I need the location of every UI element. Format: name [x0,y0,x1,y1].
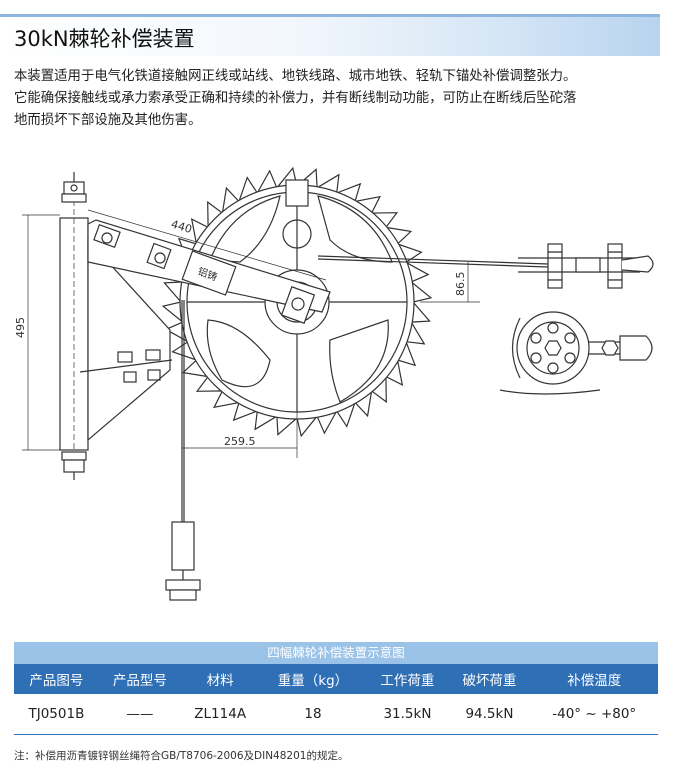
side-pulley-hole [547,322,559,334]
upper-pulley [285,179,309,207]
drum-circle [282,219,312,249]
mast-tube [59,217,89,451]
yoke-plate [547,251,563,281]
page-header: 30kN棘轮补偿装置 [0,14,660,56]
ratchet-drawing-svg: 铝铸 440 495 86.5 [14,166,654,601]
cell-break-load: 94.5kN [448,694,531,735]
cell-weight: 18 [259,694,367,735]
dim-label-495: 495 [14,317,27,338]
side-eye [619,335,653,361]
side-pulley-arc [511,317,521,379]
cell-material: ZL114A [180,694,260,735]
col-header: 材料 [180,664,260,694]
arm-nut-block [146,242,172,270]
hook-clevis [165,579,201,591]
dim-label-440: 440 [170,218,194,237]
product-description: 本装置适用于电气化铁道接触网正线或站线、地铁线路、城市地铁、轻轨下锚处补偿调整张… [14,66,664,132]
top-bolt-head [70,184,78,192]
cell-temperature: -40° ~ +80° [530,694,658,735]
drawing-caption: 四幅棘轮补偿装置示意图 [14,642,658,664]
arm-clamp [93,223,121,249]
page-title: 30kN棘轮补偿装置 [14,27,195,51]
yoke-nut [547,243,563,253]
side-pulley-hole [564,352,576,364]
col-header: 工作荷重 [366,664,449,694]
bracket-bar [79,359,173,373]
spec-header-row: 产品图号 产品型号 材料 重量（kg） 工作荷重 破坏荷重 补偿温度 [14,664,658,694]
bottom-nut [63,459,85,473]
yoke-plate [607,251,623,281]
bracket-plate [87,238,171,442]
cell-drawing-no: TJ0501B [14,694,99,735]
side-pulley-hole [530,332,542,344]
bracket-nut [145,349,161,361]
side-rope [499,389,601,395]
bracket-nut [123,371,137,383]
yoke-nut [547,279,563,289]
col-header: 重量（kg） [259,664,367,694]
spoke-window [209,195,281,263]
side-pulley-nut [544,340,562,356]
dim-label-865: 86.5 [454,272,467,297]
table-row: TJ0501B —— ZL114A 18 31.5kN 94.5kN -40° … [14,694,658,735]
counterweight-sleeve [171,521,195,571]
cell-model: —— [98,694,181,735]
arm-bolt [154,252,166,264]
top-washer [61,193,87,203]
arm-plate [181,250,237,296]
description-line: 本装置适用于电气化铁道接触网正线或站线、地铁线路、城市地铁、轻轨下锚处补偿调整张… [14,69,577,84]
arm-end-clamp [280,286,316,324]
spoke-window [329,319,389,403]
arm-bolt [101,232,113,244]
side-link-nut [601,340,619,356]
bracket-nut [117,351,133,363]
col-header: 破坏荷重 [448,664,531,694]
description-line: 地而损坏下部设施及其他伤害。 [14,113,202,128]
yoke-nut [607,243,623,253]
side-pulley-hole [564,332,576,344]
bracket-nut [147,369,161,381]
cell-work-load: 31.5kN [366,694,449,735]
dim-label-2595: 259.5 [224,435,256,448]
description-line: 它能确保接触线或承力索承受正确和持续的补偿力，并有断线制动功能，可防止在断线后坠… [14,91,577,106]
yoke-sleeve [575,257,601,273]
col-header: 产品图号 [14,664,99,694]
side-pulley-inner [526,321,580,375]
spoke-window [206,319,271,388]
compensating-rope [317,258,549,268]
arm-end-bolt [291,297,305,311]
side-pulley-hole [530,352,542,364]
compensating-rope [317,255,549,265]
col-header: 补偿温度 [530,664,658,694]
spec-table: 产品图号 产品型号 材料 重量（kg） 工作荷重 破坏荷重 补偿温度 TJ050… [14,664,658,735]
bottom-washer [61,451,87,461]
hook-clevis [169,589,197,601]
yoke-eye [621,255,654,273]
ratchet-drawing: 铝铸 440 495 86.5 [0,160,676,620]
dim-line-440 [87,209,327,281]
side-pulley-hole [547,362,559,374]
yoke-nut [607,279,623,289]
footnote: 注：补偿用沥青镀锌钢丝绳符合GB/T8706-2006及DIN48201的规定。 [14,750,349,762]
col-header: 产品型号 [98,664,181,694]
top-nut [63,181,85,195]
